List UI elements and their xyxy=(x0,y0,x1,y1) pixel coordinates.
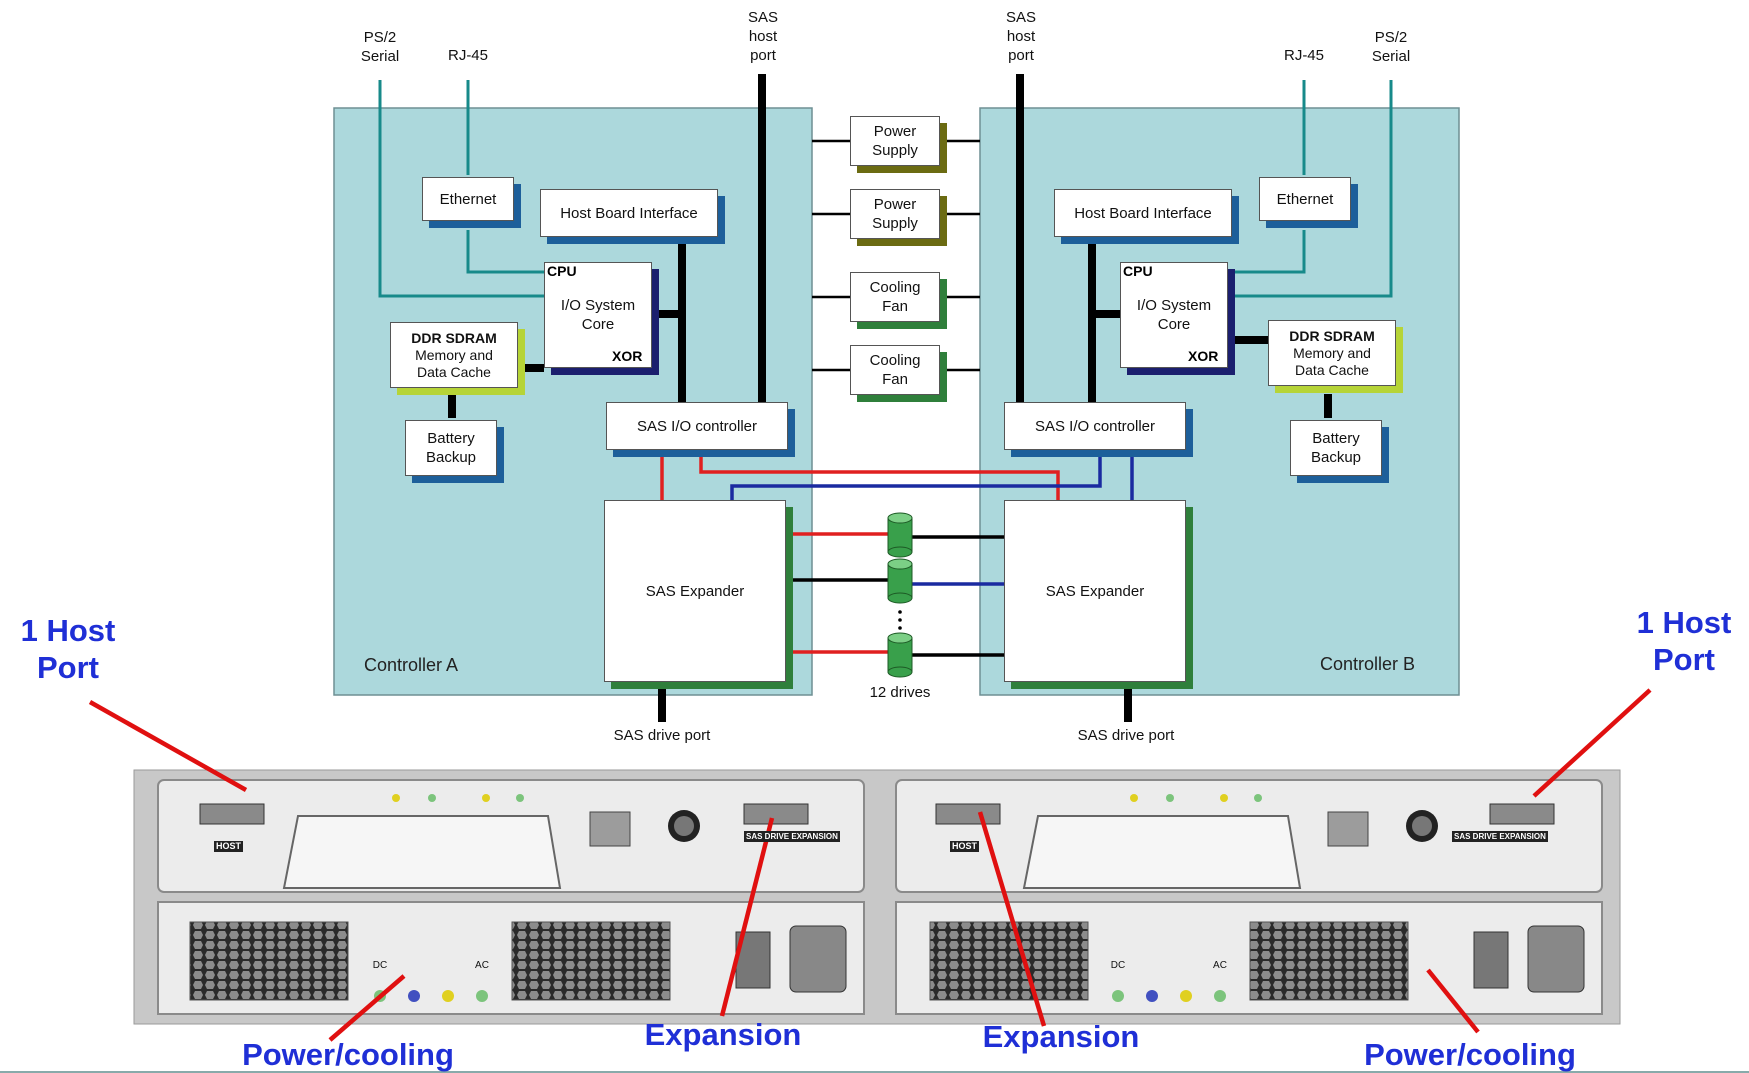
right-psu-dc-label: DC xyxy=(1110,960,1126,971)
cross-links xyxy=(660,447,1134,657)
right-host-port xyxy=(935,803,1001,825)
drive-2 xyxy=(887,558,913,604)
right-module-faceplate xyxy=(1022,815,1302,889)
left-expansion-port xyxy=(743,803,809,825)
left-module-faceplate xyxy=(282,815,562,889)
controller-b-teal-links xyxy=(1234,80,1393,298)
ctrl-a-xor-label: XOR xyxy=(612,348,643,364)
ctrl-a-ddr-sub: Memory and Data Cache xyxy=(415,346,493,380)
drive-1 xyxy=(887,512,913,558)
label-sas-host-port-left: SAS host port xyxy=(747,9,778,64)
left-psu-dc-label: DC xyxy=(372,960,388,971)
right-psu-ac-label: AC xyxy=(1213,960,1227,971)
label-rj45-right: RJ-45 xyxy=(1283,47,1324,64)
ctrl-a-host-board-interface-box: Host Board Interface xyxy=(540,189,718,237)
callout-power-cooling-left: Power/cooling xyxy=(242,1037,454,1072)
ctrl-b-ddr-title: DDR SDRAM xyxy=(1289,327,1375,344)
left-psu-vent-1 xyxy=(189,921,349,1001)
controller-b-label: Controller B xyxy=(1320,654,1416,674)
ctrl-b-host-board-interface-box: Host Board Interface xyxy=(1054,189,1232,237)
ctrl-b-sas-expander-box: SAS Expander xyxy=(1004,500,1186,682)
drive-ellipsis xyxy=(898,610,902,630)
ctrl-a-ddr-box: DDR SDRAM Memory and Data Cache xyxy=(390,322,518,388)
left-psu-socket xyxy=(789,925,847,993)
callout-power-cooling-right: Power/cooling xyxy=(1364,1037,1576,1072)
right-psu-vent-2 xyxy=(1249,921,1409,1001)
ctrl-a-ethernet-box: Ethernet xyxy=(422,177,514,221)
label-rj45-left: RJ-45 xyxy=(447,47,488,64)
right-sfp-port xyxy=(1327,811,1369,847)
left-host-tag: HOST xyxy=(214,841,244,852)
ctrl-b-sas-io-box: SAS I/O controller xyxy=(1004,402,1186,450)
ctrl-b-cpu-core-text: I/O System Core xyxy=(1136,297,1212,333)
label-ps2-serial-left: PS/2 Serial xyxy=(360,29,400,65)
right-psu-vent-1 xyxy=(929,921,1089,1001)
ctrl-a-cpu-box: I/O System Core xyxy=(544,262,652,368)
controller-a-label: Controller A xyxy=(364,655,459,675)
ctrl-b-xor-label: XOR xyxy=(1188,348,1219,364)
left-psu-ac-label: AC xyxy=(475,960,489,971)
controller-b-black-links xyxy=(1016,74,1332,722)
right-psu-socket xyxy=(1527,925,1585,993)
ctrl-a-sas-expander-box: SAS Expander xyxy=(604,500,786,682)
left-expansion-tag: SAS DRIVE EXPANSION xyxy=(744,831,840,842)
right-psu-switch xyxy=(1473,931,1509,989)
label-ps2-serial-right: PS/2 Serial xyxy=(1371,29,1411,65)
ctrl-b-cpu-box: I/O System Core xyxy=(1120,262,1228,368)
label-sas-host-port-right: SAS host port xyxy=(1005,9,1036,64)
callout-host-port-left: 1 Host Port xyxy=(20,613,116,685)
ctrl-b-ethernet-box: Ethernet xyxy=(1259,177,1351,221)
right-expansion-port xyxy=(1489,803,1555,825)
ctrl-a-sas-io-box: SAS I/O controller xyxy=(606,402,788,450)
ctrl-b-battery-box: Battery Backup xyxy=(1290,420,1382,476)
ctrl-a-drive-port-label: SAS drive port xyxy=(613,727,711,744)
controller-a-teal-links xyxy=(378,80,544,298)
power-supply-2-box: Power Supply xyxy=(850,189,940,239)
left-host-port xyxy=(199,803,265,825)
ctrl-b-ddr-box: DDR SDRAM Memory and Data Cache xyxy=(1268,320,1396,386)
ctrl-a-ddr-title: DDR SDRAM xyxy=(411,329,497,346)
callout-host-port-right: 1 Host Port xyxy=(1636,605,1732,677)
right-psu-leds xyxy=(1112,990,1226,1002)
right-module-status-leds xyxy=(1130,794,1262,802)
callout-expansion-right: Expansion xyxy=(982,1019,1140,1054)
cooling-fan-1-box: Cooling Fan xyxy=(850,272,940,322)
left-sfp-port xyxy=(589,811,631,847)
drive-12 xyxy=(887,632,913,678)
left-module-status-leds xyxy=(392,794,524,802)
ctrl-b-ddr-sub: Memory and Data Cache xyxy=(1293,344,1371,378)
ctrl-a-battery-box: Battery Backup xyxy=(405,420,497,476)
ctrl-a-cpu-label: CPU xyxy=(547,263,577,279)
controller-a-black-links xyxy=(448,74,766,722)
middle-connectors xyxy=(812,139,980,372)
right-expansion-tag: SAS DRIVE EXPANSION xyxy=(1452,831,1548,842)
ctrl-a-cpu-core-text: I/O System Core xyxy=(560,297,636,333)
left-psu-vent-2 xyxy=(511,921,671,1001)
right-host-tag: HOST xyxy=(950,841,980,852)
power-supply-1-box: Power Supply xyxy=(850,116,940,166)
cooling-fan-2-box: Cooling Fan xyxy=(850,345,940,395)
ctrl-b-drive-port-label: SAS drive port xyxy=(1077,727,1175,744)
drives-label: 12 drives xyxy=(869,684,931,701)
callout-lines xyxy=(88,688,1652,1042)
callout-expansion-left: Expansion xyxy=(644,1017,802,1052)
ctrl-b-cpu-label: CPU xyxy=(1123,263,1153,279)
